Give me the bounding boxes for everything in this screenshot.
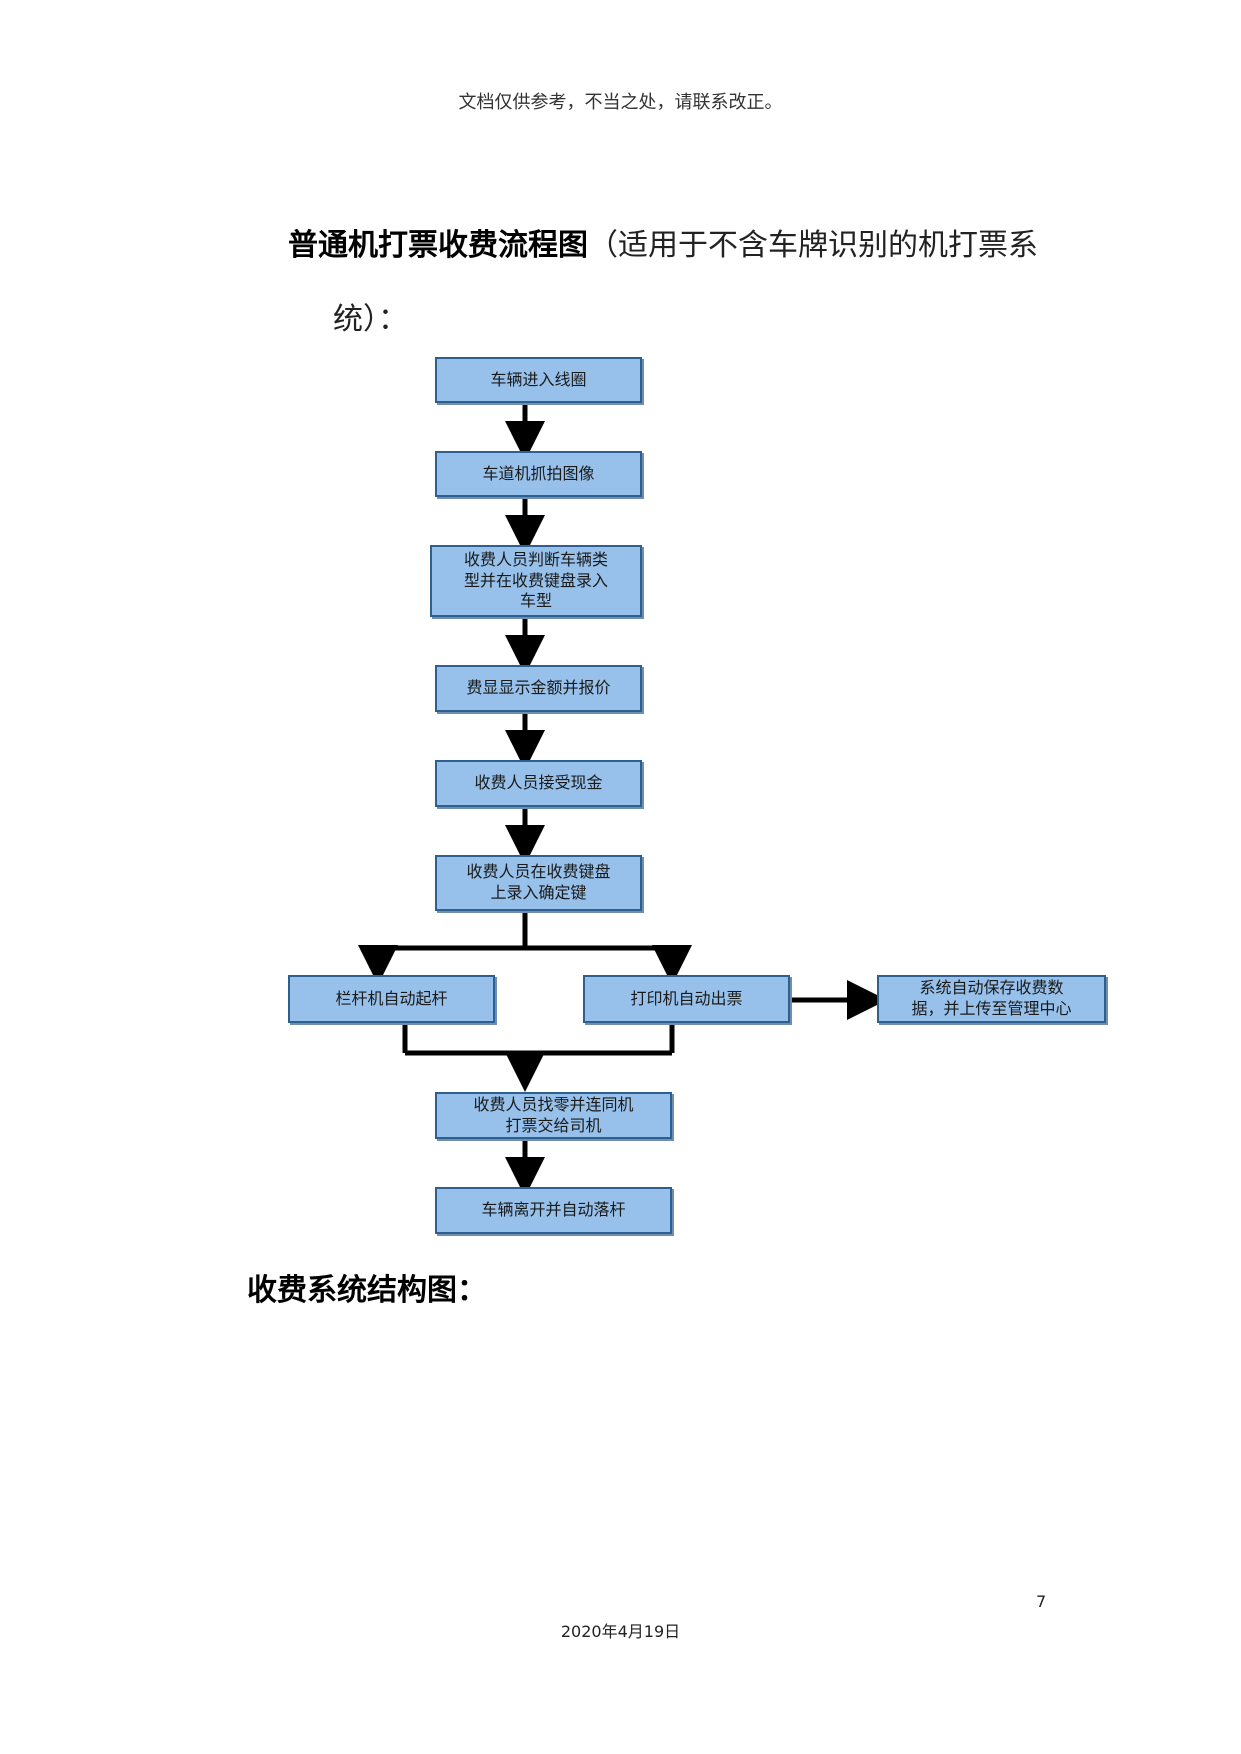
flow-step-fee-display-amount: 费显显示金额并报价 — [435, 665, 642, 712]
flow-step-printer-auto-ticket: 打印机自动出票 — [583, 975, 790, 1023]
flow-step-lane-camera-capture: 车道机抓拍图像 — [435, 451, 642, 497]
heading-bold: 普通机打票收费流程图 — [288, 228, 588, 263]
flow-step-barrier-auto-raise: 栏杆机自动起杆 — [288, 975, 495, 1023]
flow-step-collector-confirm-key: 收费人员在收费键盘 上录入确定键 — [435, 855, 642, 911]
flow-step-system-save-upload: 系统自动保存收费数 据，并上传至管理中心 — [877, 975, 1106, 1023]
flow-step-collector-accepts-cash: 收费人员接受现金 — [435, 760, 642, 807]
section-title-text: 收费系统结构图： — [247, 1273, 487, 1308]
section-title: 收费系统结构图： — [247, 1265, 487, 1309]
flow-step-collector-give-change: 收费人员找零并连同机 打票交给司机 — [435, 1092, 672, 1139]
footer-date: 2020年4月19日 — [560, 1622, 681, 1641]
flowchart-heading: 普通机打票收费流程图（适用于不含车牌识别的机打票系 — [288, 228, 1038, 264]
heading-continuation: 统）： — [333, 302, 408, 337]
flow-step-toll-collector-enter-vehicle-type: 收费人员判断车辆类 型并在收费键盘录入 车型 — [430, 545, 642, 617]
flow-step-vehicle-enters-loop: 车辆进入线圈 — [435, 357, 642, 403]
flow-step-vehicle-leaves-barrier-down: 车辆离开并自动落杆 — [435, 1187, 672, 1234]
page-number: 7 — [1036, 1592, 1047, 1611]
heading-rest: （适用于不含车牌识别的机打票系 — [588, 228, 1038, 263]
header-note: 文档仅供参考，不当之处，请联系改正。 — [458, 92, 783, 113]
